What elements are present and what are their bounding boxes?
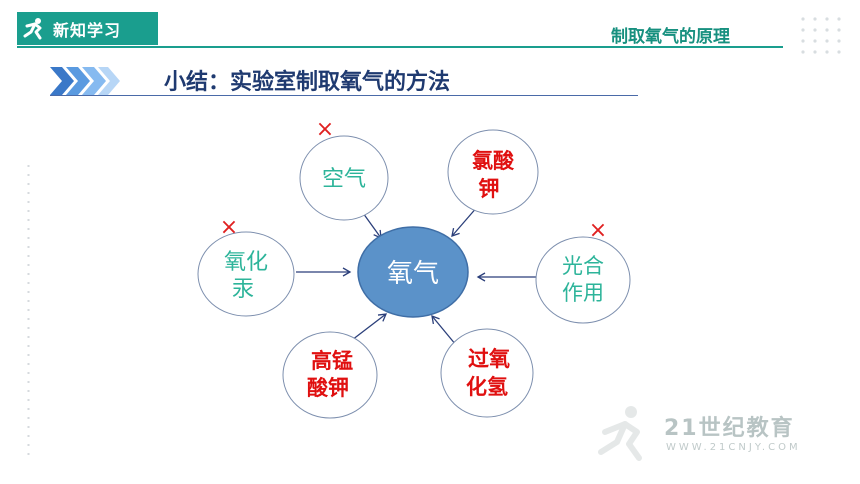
center-oxygen-circle [357,226,469,318]
node-kmno4-label-2: 酸钾 [307,376,349,400]
watermark-runner-icon [598,406,642,461]
runner-icon [17,12,51,45]
node-hgo-label-1: 氧化 [224,250,268,275]
arrow-air [362,212,382,240]
watermark-text: 21世纪教育 [664,416,795,441]
node-kmno4-circle [282,331,378,419]
node-air-label: 空气 [322,167,366,192]
node-h2o2-circle [440,328,534,418]
cross-mark-photosynthesis: × [589,218,607,243]
node-photosynthesis-circle [535,236,631,324]
badge-label: 新知学习 [53,20,122,40]
arrow-kclo3 [451,205,479,237]
chevron-arrows-icon [50,67,120,95]
section-badge: 新知学习 [17,12,158,45]
summary-title: 小结：实验室制取氧气的方法 [164,70,451,95]
watermark-url: WWW.21CNJY.COM [666,442,801,453]
section-title: 制取氧气的原理 [611,27,730,47]
node-kmno4-label-1: 高锰 [311,349,353,373]
summary-underline [50,95,638,96]
arrow-kmno4 [351,313,388,341]
cross-mark-hgo: × [220,215,238,240]
cross-mark-air: × [316,117,334,142]
node-kclo3-circle [447,129,539,215]
header-divider [17,46,783,48]
node-kclo3-label-1: 氯酸 [472,149,515,173]
node-h2o2-label-2: 化氢 [466,375,508,399]
dot-grid-decoration [801,17,841,54]
arrow-h2o2 [431,314,457,346]
center-label: 氧气 [387,259,439,289]
node-kclo3-label-2: 钾 [479,177,500,201]
node-h2o2-label-1: 过氧 [468,347,510,371]
node-photosynthesis-label-1: 光合 [562,254,604,278]
node-air-circle [299,135,389,221]
node-photosynthesis-label-2: 作用 [562,281,604,305]
node-hgo-circle [197,231,295,317]
node-hgo-label-2: 汞 [232,277,254,302]
